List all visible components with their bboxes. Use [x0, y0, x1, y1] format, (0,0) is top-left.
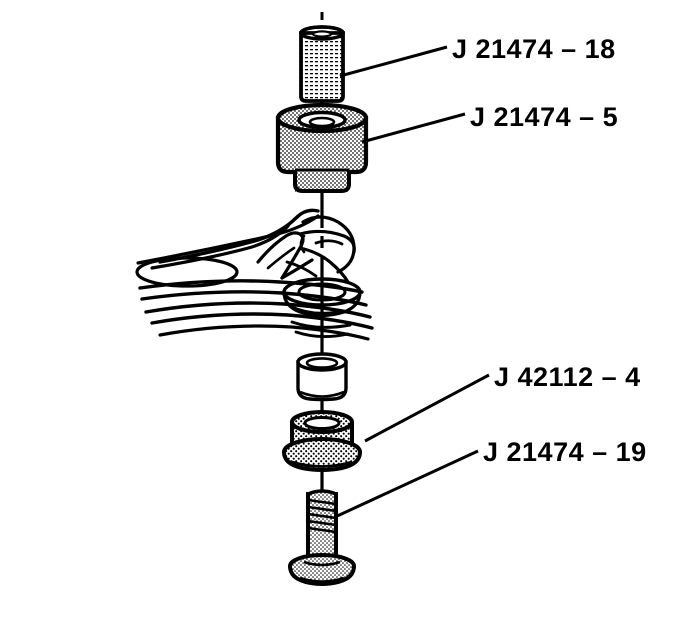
- leader-line-3: [364, 373, 490, 443]
- stepped-driver-body: [275, 102, 369, 193]
- callout-label-j21474-18: J 21474 – 18: [452, 34, 616, 64]
- callout-label-j42112-4: J 42112 – 4: [494, 362, 641, 392]
- leader-line-1: [339, 45, 448, 78]
- callout-label-j21474-19: J 21474 – 19: [483, 437, 647, 467]
- leader-line-4: [334, 449, 479, 519]
- plain-spacer: [296, 352, 348, 402]
- leader-line-2: [361, 112, 466, 144]
- suspension-bracket: [135, 208, 374, 341]
- flanged-hatched-collar: [282, 410, 362, 472]
- threaded-bolt: [288, 489, 356, 586]
- callout-label-j21474-5: J 21474 – 5: [470, 102, 618, 132]
- leader-lines: [334, 45, 490, 519]
- top-pin-cylinder: [299, 25, 345, 103]
